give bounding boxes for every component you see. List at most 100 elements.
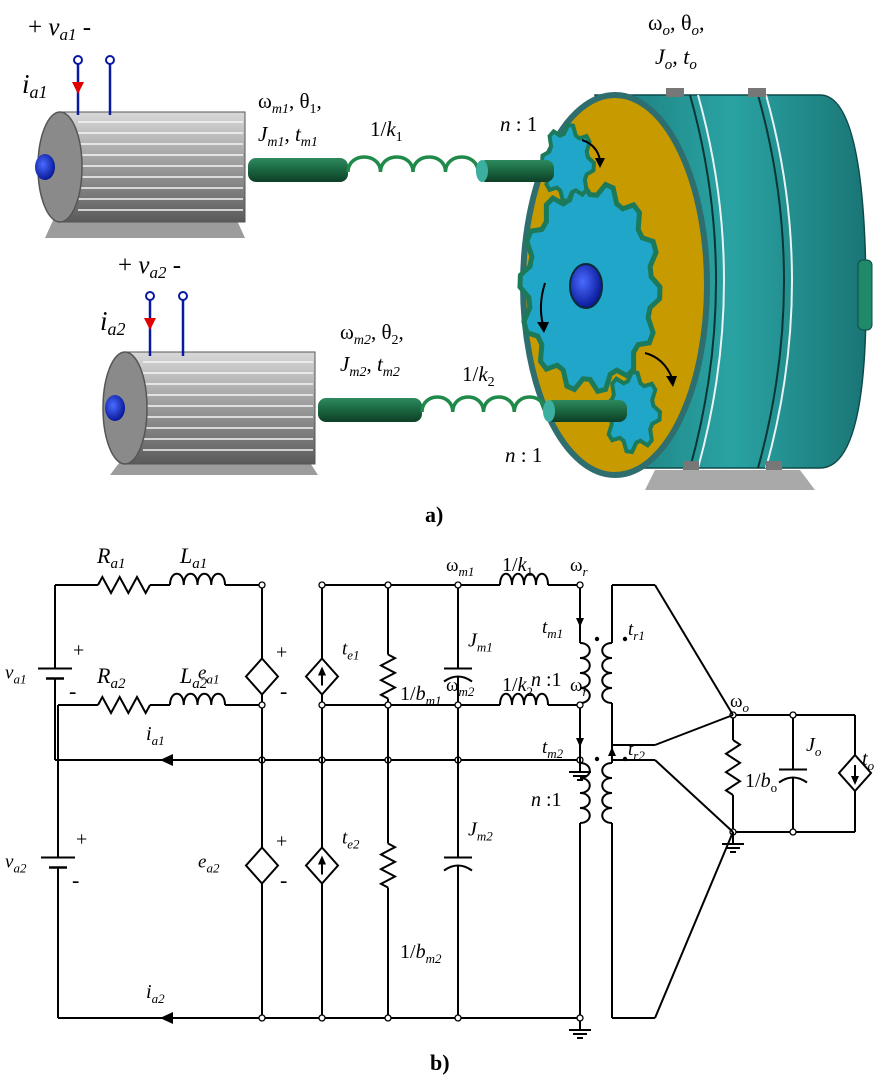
back-emf-label: ea2 bbox=[198, 852, 220, 876]
motor2-voltage-label: + va2 - bbox=[118, 252, 181, 282]
load-damping-resistor bbox=[724, 739, 742, 796]
torque-arrow-head bbox=[318, 666, 326, 676]
load-torque-arrow-head bbox=[851, 776, 859, 785]
junction-node bbox=[789, 711, 797, 719]
motor-torque-label: tm2 bbox=[542, 737, 564, 761]
junction-node bbox=[258, 701, 266, 709]
mechanical-drawing: + va1 - ia1 + va2 - ia2 ωm1, θ1, Jm1, tm… bbox=[22, 10, 873, 527]
motor-speed-label: ωm1 bbox=[446, 555, 474, 579]
armature-resistance-label: Ra2 bbox=[96, 663, 126, 692]
damping-label: 1/bm2 bbox=[400, 941, 442, 966]
polarity-dot bbox=[622, 636, 628, 642]
ratio-label: n :1 bbox=[531, 789, 562, 811]
back-emf-source bbox=[244, 845, 280, 886]
torque-m-arrow-head bbox=[576, 738, 584, 747]
junction-node bbox=[318, 1014, 326, 1022]
rotor-speed-label: ωr bbox=[570, 555, 589, 579]
torque-m-arrow-head bbox=[576, 618, 584, 627]
caption-b: b) bbox=[430, 1050, 450, 1075]
load-torque-label: to bbox=[862, 748, 875, 773]
transformer-secondary bbox=[601, 642, 613, 704]
spring-label: 1/k2 bbox=[502, 674, 533, 699]
junction-node bbox=[384, 1014, 392, 1022]
transformer-primary bbox=[579, 762, 591, 824]
current-arrow-head bbox=[160, 1012, 173, 1024]
rotor-speed-label: ωr bbox=[570, 675, 589, 699]
motor-1 bbox=[35, 55, 246, 238]
damping-resistor bbox=[378, 653, 398, 700]
spring2-label: 1/k2 bbox=[462, 362, 495, 390]
ratio-label: n :1 bbox=[531, 669, 562, 691]
electric-torque-label: te2 bbox=[342, 828, 360, 852]
reflected-torque-label: tr2 bbox=[628, 739, 645, 763]
junction-node bbox=[576, 1014, 584, 1022]
shaft2-speed-angle-label: ωm2, θ2, bbox=[340, 320, 404, 348]
junction-node bbox=[258, 581, 266, 589]
shaft-2 bbox=[318, 395, 627, 422]
reflected-torque-label: tr1 bbox=[628, 619, 645, 643]
junction-node bbox=[318, 701, 326, 709]
armature-current-label: ia1 bbox=[146, 723, 165, 748]
caption-a: a) bbox=[425, 502, 443, 527]
plus-sign: + bbox=[276, 831, 287, 853]
junction-node bbox=[384, 701, 392, 709]
spring1-label: 1/k1 bbox=[370, 117, 403, 145]
motor-speed-label: ωm2 bbox=[446, 675, 475, 699]
source-voltage-label: va1 bbox=[5, 663, 26, 687]
coupling-wire bbox=[654, 831, 734, 1019]
load-speed-label: ωo bbox=[730, 691, 750, 715]
damping-resistor bbox=[378, 842, 398, 889]
polarity-dot bbox=[622, 756, 628, 762]
junction-node bbox=[454, 701, 462, 709]
load-inertia-label: Jo bbox=[806, 734, 822, 759]
motor-torque-label: tm1 bbox=[542, 617, 563, 641]
spring-label: 1/k1 bbox=[502, 554, 533, 579]
shaft1-speed-angle-label: ωm1, θ1, bbox=[258, 89, 322, 117]
junction-node bbox=[384, 581, 392, 589]
junction-node bbox=[258, 1014, 266, 1022]
transformer-primary bbox=[579, 642, 591, 704]
junction-node bbox=[576, 701, 584, 709]
armature-resistor bbox=[97, 694, 151, 716]
junction-node bbox=[454, 581, 462, 589]
gear-ratio-1-label: n : 1 bbox=[500, 112, 537, 136]
load-speed-angle-label: ωo, θo, bbox=[648, 10, 705, 39]
junction-node bbox=[318, 581, 326, 589]
gear-ratio-2-label: n : 1 bbox=[505, 443, 542, 467]
plus-sign: + bbox=[76, 829, 87, 851]
armature-current-label: ia2 bbox=[146, 981, 165, 1006]
junction-node bbox=[454, 1014, 462, 1022]
polarity-dot bbox=[594, 756, 600, 762]
inertia-label: Jm1 bbox=[468, 630, 493, 655]
armature-inductance-label: La1 bbox=[179, 543, 207, 572]
source-voltage-label: va2 bbox=[5, 852, 27, 876]
minus-sign: - bbox=[280, 679, 287, 704]
minus-sign: - bbox=[69, 679, 76, 704]
transformer-secondary bbox=[601, 762, 613, 824]
motor2-current-label: ia2 bbox=[100, 306, 126, 339]
motor-2 bbox=[102, 291, 318, 475]
minus-sign: - bbox=[280, 868, 287, 893]
polarity-dot bbox=[594, 636, 600, 642]
armature-resistor bbox=[97, 574, 151, 596]
plus-sign: + bbox=[73, 640, 84, 662]
motor1-voltage-label: + va1 - bbox=[28, 14, 91, 44]
motor1-current-label: ia1 bbox=[22, 69, 48, 102]
minus-sign: - bbox=[72, 868, 79, 893]
spring-inductor bbox=[499, 572, 549, 586]
coupling-wire bbox=[654, 714, 734, 746]
shaft1-inertia-torque-label: Jm1, tm1 bbox=[258, 122, 318, 150]
plus-sign: + bbox=[276, 642, 287, 664]
back-emf-label: ea1 bbox=[198, 663, 219, 687]
current-arrow-head bbox=[160, 754, 173, 766]
shaft-1 bbox=[248, 155, 554, 182]
coupling-wire bbox=[654, 759, 734, 833]
torque-arrow-head bbox=[318, 855, 326, 865]
inertia-label: Jm2 bbox=[468, 819, 493, 844]
electric-torque-label: te1 bbox=[342, 639, 360, 663]
shaft2-inertia-torque-label: Jm2, tm2 bbox=[340, 352, 400, 380]
load-inertia-torque-label: Jo, to bbox=[655, 44, 697, 73]
armature-resistance-label: Ra1 bbox=[96, 543, 125, 572]
